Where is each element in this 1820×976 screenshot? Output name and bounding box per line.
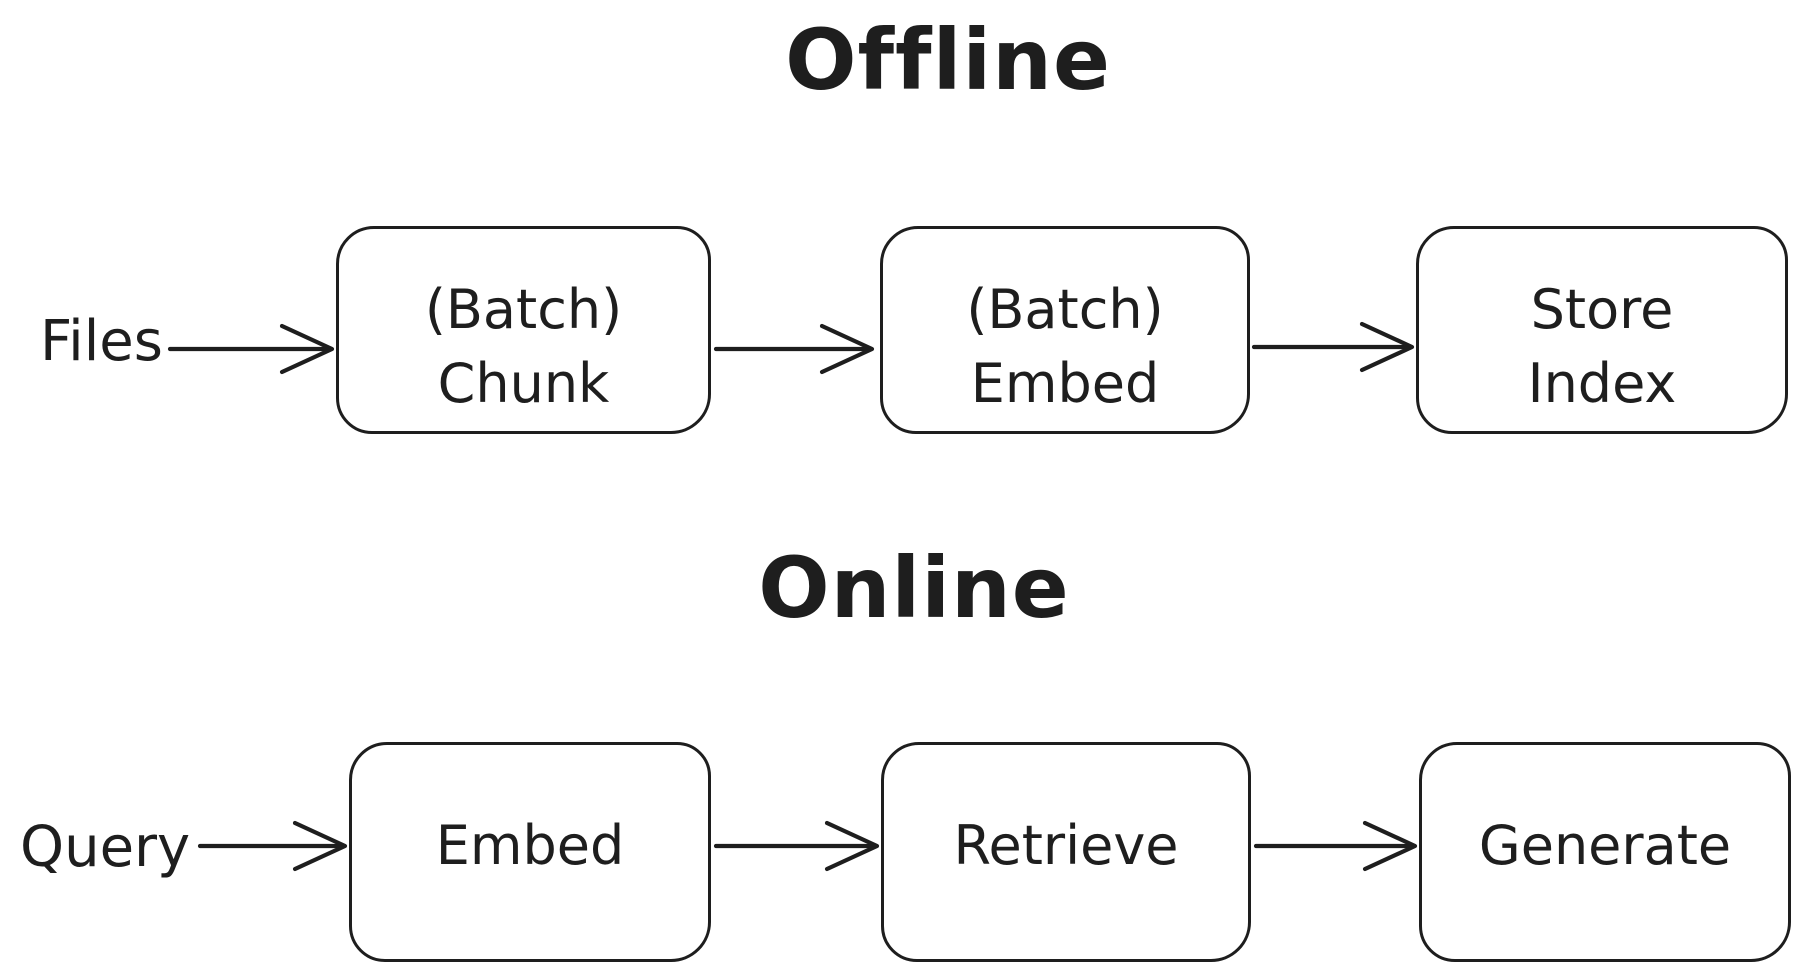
node-label-line: Embed [970,352,1160,415]
arrow-query-to-embed [197,820,348,872]
node-batch-chunk: (Batch) Chunk [336,226,711,434]
node-label-line: Store [1530,278,1674,341]
arrow-batch-chunk-to-batch-embed [713,323,875,375]
node-label-line: Index [1527,352,1677,415]
node-label-line: Generate [1478,814,1732,877]
node-batch-embed: (Batch) Embed [880,226,1250,434]
arrow-retrieve-to-generate [1253,820,1418,872]
arrow-batch-embed-to-store-index [1251,321,1415,373]
arrow-files-to-batch-chunk [167,323,335,375]
node-generate: Generate [1419,742,1791,962]
label-files: Files [40,309,163,374]
section-title-offline: Offline [785,11,1111,109]
node-store-index: Store Index [1416,226,1788,434]
node-label-line: (Batch) [424,278,623,341]
node-label-line: (Batch) [966,278,1164,341]
node-label-line: Retrieve [953,814,1179,877]
label-query: Query [20,815,191,880]
node-embed: Embed [349,742,711,962]
arrow-embed-to-retrieve [713,820,880,872]
node-retrieve: Retrieve [881,742,1251,962]
node-label-line: Chunk [437,352,610,415]
section-title-online: Online [758,539,1070,637]
node-label-line: Embed [435,814,625,877]
